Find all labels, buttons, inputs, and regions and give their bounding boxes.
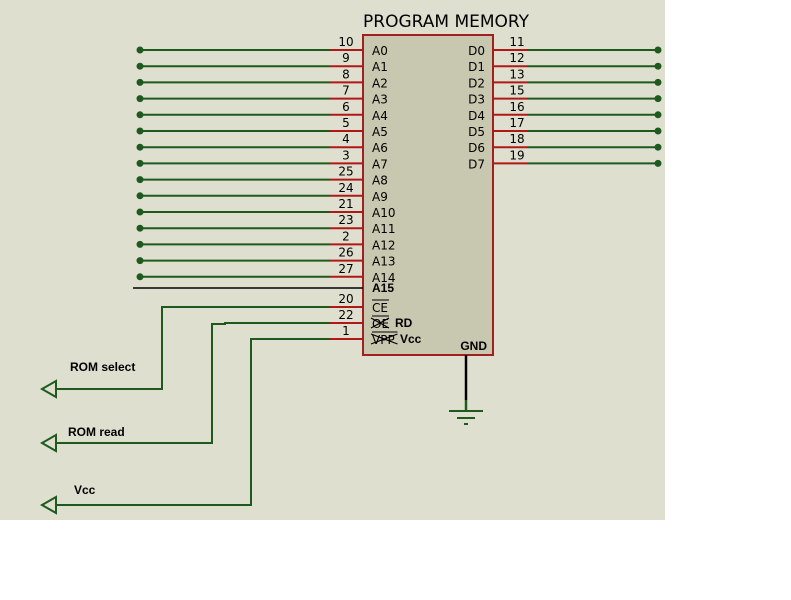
pin-label: A7 [372,157,388,171]
wire-junction-dot [136,240,144,248]
wire-junction-dot [136,62,144,70]
terminal-wire [56,322,330,444]
pin-label: A1 [372,60,388,74]
pin-alias-label: Vcc [400,332,422,346]
pin-label: A2 [372,76,388,90]
pin-label: D4 [468,109,485,123]
pin-number: 22 [338,308,353,322]
wire-junction-dot [136,257,144,265]
terminal-label: ROM read [68,425,125,439]
pin-label: D2 [468,76,485,90]
pin-label: D1 [468,60,485,74]
pin-label: A9 [372,190,388,204]
wire-junction-dot [136,46,144,54]
pin-number: 12 [509,51,524,65]
pin-label: D6 [468,141,485,155]
pin-number: 8 [342,67,350,81]
pin-number: 25 [338,165,353,179]
pin-number: 6 [342,100,350,114]
pin-number: 11 [509,35,524,49]
wire-junction-dot [136,111,144,119]
wire-junction-dot [654,62,662,70]
pin-label: A11 [372,222,395,236]
gnd-label: GND [460,339,487,353]
pin-label: D7 [468,157,485,171]
pin-label: D5 [468,125,485,139]
pin-number: 16 [509,100,524,114]
wire-junction-dot [136,176,144,184]
pin-label: A5 [372,125,388,139]
pin-number: 1 [342,324,350,338]
pin-label: A14 [372,271,395,285]
wire-junction-dot [136,95,144,103]
strike-mark [370,333,398,345]
pin-label: D0 [468,44,485,58]
pin-label-ce: CE [372,301,388,315]
wire-junction-dot [136,127,144,135]
pin-label: A10 [372,206,395,220]
pin-number: 3 [342,148,350,162]
pin-number: 20 [338,292,353,306]
pin-alias-label: RD [395,316,413,330]
wire-junction-dot [654,111,662,119]
pin-label: A0 [372,44,388,58]
wire-junction-dot [654,127,662,135]
wire-junction-dot [654,46,662,54]
input-terminal-icon [39,433,57,453]
wire-junction-dot [136,78,144,86]
wire-junction-dot [136,143,144,151]
wire-junction-dot [136,159,144,167]
terminal-wire [56,306,330,390]
wire-junction-dot [136,192,144,200]
pin-number: 26 [338,246,353,260]
wire-junction-dot [136,224,144,232]
pin-number: 15 [509,84,524,98]
pin-number: 5 [342,116,350,130]
pin-label-a15: A15 [372,281,394,295]
pin-label: D3 [468,93,485,107]
pin-number: 17 [509,116,524,130]
wire-junction-dot [654,159,662,167]
pin-number: 21 [338,197,353,211]
pin-number: 24 [338,181,353,195]
wire-junction-dot [136,273,144,281]
wire-junction-dot [654,143,662,151]
pin-number: 18 [509,132,524,146]
terminal-wire [56,338,330,506]
pin-number: 23 [338,213,353,227]
pin-label: A3 [372,93,388,107]
pin-label: A13 [372,255,395,269]
pin-number: 9 [342,51,350,65]
pin-number: 7 [342,84,350,98]
pin-number: 4 [342,132,350,146]
wire-junction-dot [654,95,662,103]
strike-mark [370,317,390,329]
wire-junction-dot [654,78,662,86]
chip-title: PROGRAM MEMORY [363,12,530,32]
pin-label: A12 [372,238,395,252]
pin-label: A8 [372,174,388,188]
terminal-label: ROM select [70,360,135,374]
pin-number: 19 [509,148,524,162]
chip-body [362,34,494,356]
pin-number: 10 [338,35,353,49]
terminal-label: Vcc [74,483,96,497]
pin-number: 2 [342,229,350,243]
pin-number: 13 [509,67,524,81]
wire-junction-dot [136,208,144,216]
pin-number: 27 [338,262,353,276]
pin-label: A4 [372,109,388,123]
pin-label: A6 [372,141,388,155]
input-terminal-icon [39,379,57,399]
input-terminal-icon [39,495,57,515]
